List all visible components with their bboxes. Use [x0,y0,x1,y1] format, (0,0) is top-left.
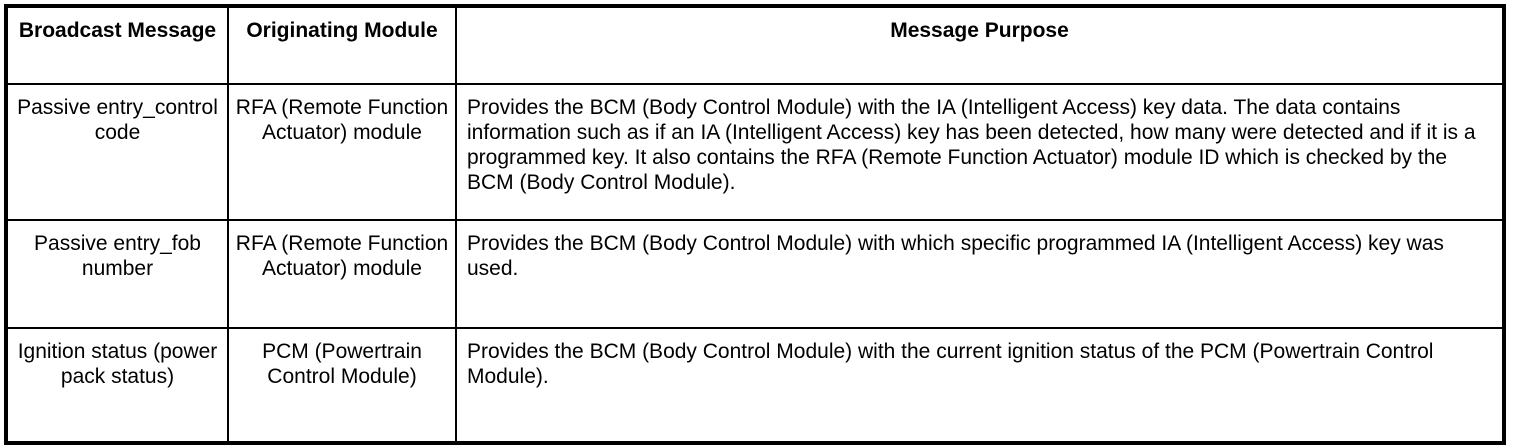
column-header-originating-module-text: Originating Module [246,19,438,42]
column-header-broadcast-message: Broadcast Message [5,5,229,85]
column-header-message-purpose-text: Message Purpose [890,19,1069,42]
cell-message-purpose-text: Provides the BCM (Body Control Module) w… [467,96,1476,194]
cell-broadcast-message-text: Ignition status (power pack status) [17,340,218,388]
cell-originating-module-text: RFA (Remote Function Actuator) module [235,232,449,280]
cell-message-purpose: Provides the BCM (Body Control Module) w… [455,327,1505,444]
cell-originating-module: RFA (Remote Function Actuator) module [227,83,457,221]
cell-originating-module-text: PCM (Powertrain Control Module) [262,340,422,388]
cell-originating-module: PCM (Powertrain Control Module) [227,327,457,444]
column-header-originating-module: Originating Module [227,5,457,85]
table-body: Passive entry_control code RFA (Remote F… [5,83,1505,444]
cell-broadcast-message-text: Passive entry_control code [17,96,218,144]
cell-originating-module-text: RFA (Remote Function Actuator) module [235,96,449,144]
table-header-row: Broadcast Message Originating Module Mes… [5,5,1505,85]
cell-broadcast-message-text: Passive entry_fob number [34,232,201,280]
cell-broadcast-message: Ignition status (power pack status) [5,327,229,444]
table-row: Ignition status (power pack status) PCM … [5,327,1505,444]
cell-message-purpose-text: Provides the BCM (Body Control Module) w… [467,340,1434,388]
broadcast-message-table: Broadcast Message Originating Module Mes… [4,4,1506,445]
cell-message-purpose: Provides the BCM (Body Control Module) w… [455,219,1505,329]
cell-originating-module: RFA (Remote Function Actuator) module [227,219,457,329]
cell-broadcast-message: Passive entry_control code [5,83,229,221]
table-header: Broadcast Message Originating Module Mes… [5,5,1505,85]
cell-broadcast-message: Passive entry_fob number [5,219,229,329]
table-row: Passive entry_fob number RFA (Remote Fun… [5,219,1505,329]
column-header-broadcast-message-text: Broadcast Message [18,19,217,42]
cell-message-purpose: Provides the BCM (Body Control Module) w… [455,83,1505,221]
table-row: Passive entry_control code RFA (Remote F… [5,83,1505,221]
cell-message-purpose-text: Provides the BCM (Body Control Module) w… [467,232,1444,280]
column-header-message-purpose: Message Purpose [455,5,1505,85]
